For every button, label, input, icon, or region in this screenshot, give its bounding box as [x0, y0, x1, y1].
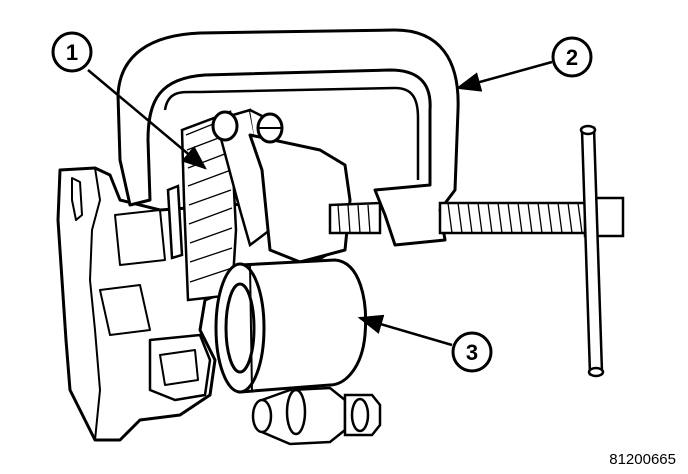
- callout-2: 2: [455, 36, 593, 92]
- clamp-screw: [328, 196, 625, 238]
- callout-1: 1: [51, 31, 207, 170]
- guide-pin-bolts: [251, 386, 382, 446]
- callout-2-number: 2: [566, 45, 578, 70]
- c-clamp-frame: [116, 28, 460, 247]
- t-handle: [579, 124, 605, 378]
- caliper-piston: [214, 258, 368, 394]
- callout-3: 3: [357, 314, 493, 373]
- callout-3-number: 3: [466, 340, 478, 365]
- figure-number: 81200665: [609, 451, 676, 468]
- caliper-body: [56, 166, 337, 442]
- caliper-housing-upper: [211, 110, 352, 264]
- callout-1-number: 1: [66, 40, 78, 65]
